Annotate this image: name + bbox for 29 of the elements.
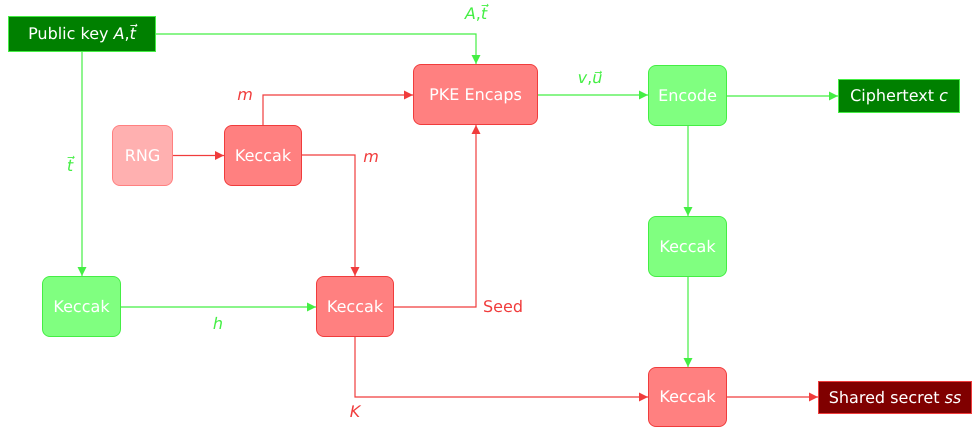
process-box: PKE Encaps bbox=[413, 64, 538, 125]
arrow bbox=[173, 151, 224, 160]
input-box: Public key A,t⃗ bbox=[8, 16, 156, 52]
edge-label: t⃗ bbox=[64, 158, 76, 174]
output-box: Shared secret ss bbox=[818, 381, 972, 414]
process-box: RNG bbox=[112, 125, 173, 186]
process-box: Keccak bbox=[648, 367, 727, 427]
arrow bbox=[262, 90, 413, 125]
arrow bbox=[78, 52, 86, 276]
arrow bbox=[684, 126, 692, 216]
arrow bbox=[156, 33, 480, 64]
edge-label: v,u⃗ bbox=[576, 70, 604, 86]
edge-label: K bbox=[348, 404, 362, 420]
process-box: Encode bbox=[648, 65, 727, 126]
arrow bbox=[354, 337, 648, 402]
arrow bbox=[538, 90, 648, 100]
arrow bbox=[684, 277, 692, 367]
edge-label: A,t⃗ bbox=[462, 6, 490, 22]
output-box: Ciphertext c bbox=[838, 79, 960, 113]
arrow bbox=[727, 392, 818, 402]
arrow bbox=[394, 125, 480, 308]
process-box: Keccak bbox=[316, 276, 394, 337]
process-box: Keccak bbox=[42, 276, 121, 337]
arrow bbox=[302, 154, 360, 276]
edge-label: Seed bbox=[481, 299, 525, 315]
arrow bbox=[121, 302, 316, 312]
process-box: Keccak bbox=[648, 216, 727, 277]
process-box: Keccak bbox=[224, 125, 302, 186]
arrow bbox=[727, 92, 838, 100]
